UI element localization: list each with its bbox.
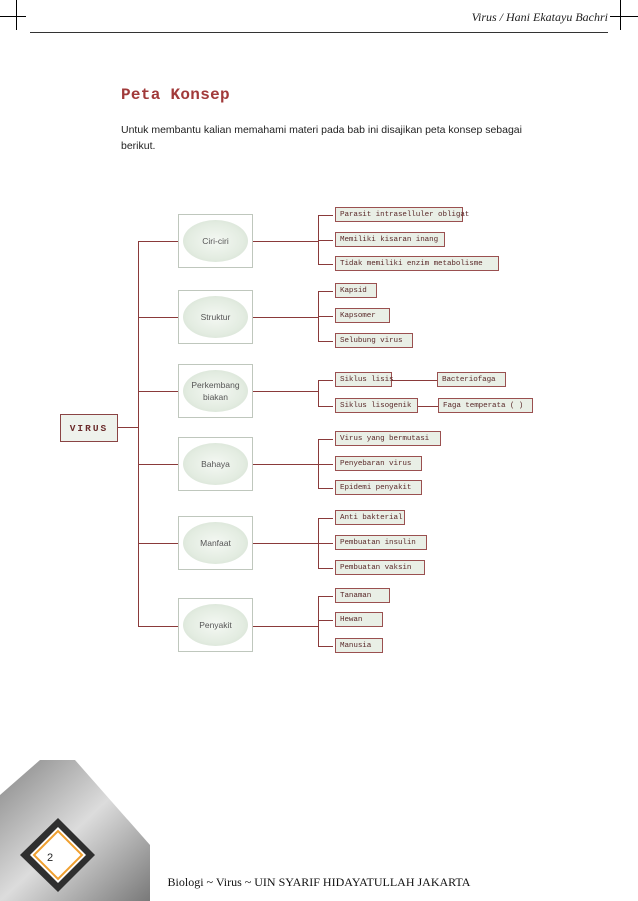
category-connector	[253, 543, 318, 544]
leaf-node: Siklus lisogenik	[335, 398, 418, 413]
item-tick	[318, 518, 333, 519]
item-tick	[318, 341, 333, 342]
category-connector	[253, 464, 318, 465]
leaf-node: Siklus lisis	[335, 372, 394, 387]
category-connector	[253, 241, 318, 242]
item-tick	[318, 240, 333, 241]
leaf-node: Parasit intraselluler obligat	[335, 207, 469, 222]
items-bracket	[318, 439, 319, 488]
branch-line	[138, 241, 178, 242]
item-tick	[318, 264, 333, 265]
category-oval	[183, 443, 248, 485]
item-tick	[318, 488, 333, 489]
category-node-manfaat: Manfaat	[178, 516, 253, 570]
crop-mark-top-left-v	[16, 0, 17, 30]
category-label: Struktur	[200, 312, 231, 322]
category-node-penyakit: Penyakit	[178, 598, 253, 652]
leaf-node: Pembuatan vaksin	[335, 560, 425, 575]
category-connector	[253, 391, 318, 392]
crop-mark-top-left-h	[0, 16, 26, 17]
item-tick	[318, 646, 333, 647]
items-bracket	[318, 596, 319, 646]
category-oval	[183, 296, 248, 338]
root-node: VIRUS	[60, 414, 118, 442]
category-node-struktur: Struktur	[178, 290, 253, 344]
crop-mark-top-right-v	[620, 0, 621, 30]
category-label: Ciri-ciri	[202, 236, 229, 246]
category-label: Manfaat	[200, 538, 231, 548]
item-tick	[318, 596, 333, 597]
category-connector	[253, 317, 318, 318]
leaf-node: Memiliki kisaran inang	[335, 232, 445, 247]
leaf-node: Penyebaran virus	[335, 456, 422, 471]
category-oval	[183, 370, 248, 412]
item-tick	[318, 380, 333, 381]
page-number: 2	[47, 852, 54, 864]
leaf-node: Epidemi penyakit	[335, 480, 422, 495]
intro-paragraph: Untuk membantu kalian memahami materi pa…	[121, 124, 522, 152]
leaf-node: Tidak memiliki enzim metabolisme	[335, 256, 499, 271]
branch-line	[138, 464, 178, 465]
leaf-node: Kapsid	[335, 283, 377, 298]
sub-leaf-node: Bacteriofaga	[437, 372, 506, 387]
item-tick	[318, 406, 333, 407]
category-node-perkembang-biakan: Perkembang biakan	[178, 364, 253, 418]
item-tick	[318, 439, 333, 440]
category-node-ciri-ciri: Ciri-ciri	[178, 214, 253, 268]
leaf-node: Manusia	[335, 638, 383, 653]
leaf-node: Virus yang bermutasi	[335, 431, 441, 446]
item-tick	[318, 620, 333, 621]
leaf-node: Pembuatan insulin	[335, 535, 427, 550]
sub-connector	[392, 380, 437, 381]
branch-line	[138, 391, 178, 392]
header-rule	[30, 32, 608, 33]
leaf-node: Kapsomer	[335, 308, 390, 323]
item-tick	[318, 568, 333, 569]
category-oval	[183, 220, 248, 262]
items-bracket	[318, 215, 319, 264]
category-connector	[253, 626, 318, 627]
branch-line	[138, 317, 178, 318]
branch-line	[138, 626, 178, 627]
crop-mark-top-right-h	[610, 16, 638, 17]
items-bracket	[318, 380, 319, 406]
running-header: Virus / Hani Ekatayu Bachri	[471, 10, 608, 24]
trunk-line	[138, 241, 139, 626]
leaf-node: Hewan	[335, 612, 383, 627]
category-oval	[183, 522, 248, 564]
leaf-node: Selubung virus	[335, 333, 413, 348]
item-tick	[318, 291, 333, 292]
category-label: Bahaya	[201, 459, 230, 469]
sub-leaf-node: Faga temperata ( )	[438, 398, 533, 413]
footer-text: Biologi ~ Virus ~ UIN SYARIF HIDAYATULLA…	[167, 875, 471, 889]
leaf-node: Anti bakterial	[335, 510, 405, 525]
category-label: Penyakit	[199, 620, 232, 630]
category-node-bahaya: Bahaya	[178, 437, 253, 491]
sub-connector	[418, 406, 438, 407]
leaf-node: Tanaman	[335, 588, 390, 603]
category-label: Perkembang biakan	[191, 380, 240, 402]
item-tick	[318, 464, 333, 465]
corner-decoration	[0, 760, 150, 901]
item-tick	[318, 316, 333, 317]
category-oval	[183, 604, 248, 646]
item-tick	[318, 215, 333, 216]
section-title: Peta Konsep	[121, 86, 230, 104]
root-connector	[116, 427, 138, 428]
item-tick	[318, 543, 333, 544]
branch-line	[138, 543, 178, 544]
